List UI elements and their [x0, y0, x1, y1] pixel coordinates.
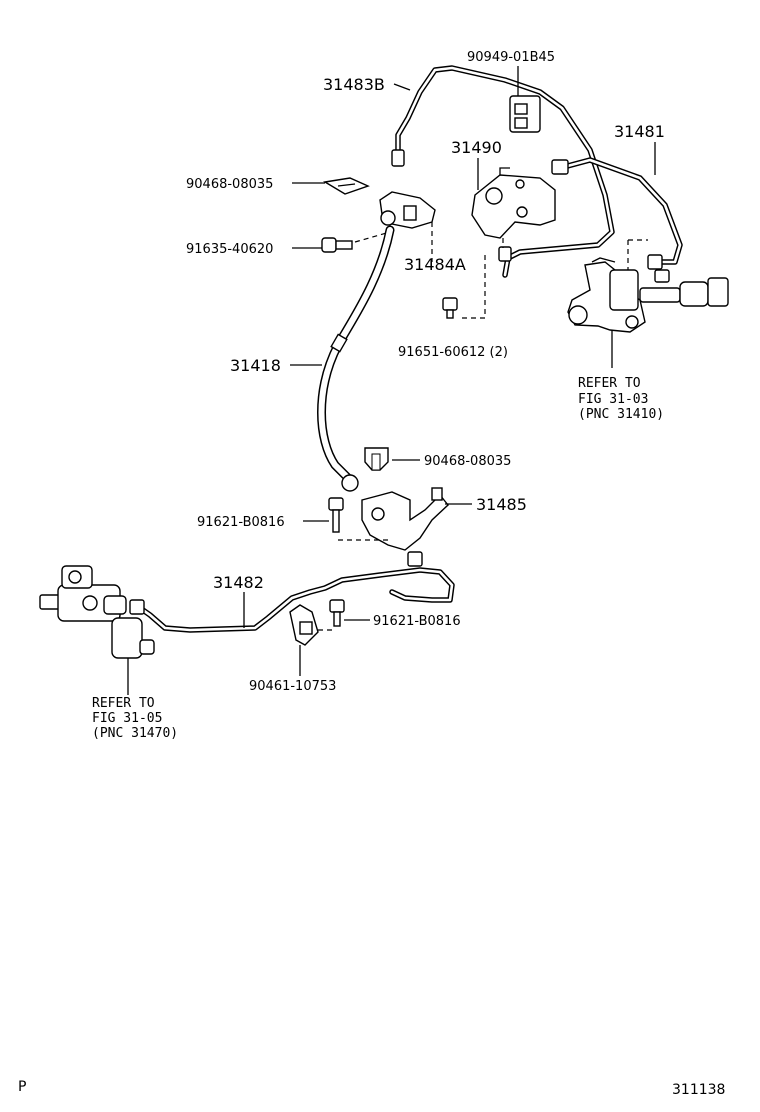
ref-master-line1: REFER TO	[578, 376, 641, 391]
clip-90468-top	[322, 177, 370, 195]
label-31484a: 31484A	[404, 255, 466, 274]
pipe-31482	[129, 551, 455, 633]
release-cylinder	[39, 565, 155, 659]
label-90949-01b45: 90949-01B45	[467, 50, 555, 65]
label-31418: 31418	[230, 356, 281, 375]
ref-release-line1: REFER TO	[92, 696, 155, 711]
label-91621-b0816-right: 91621-B0816	[373, 614, 461, 629]
bolt-91635	[321, 237, 353, 253]
bracket-31485	[361, 487, 449, 551]
ref-release-line3: (PNC 31470)	[92, 726, 178, 741]
ref-master-line3: (PNC 31410)	[578, 407, 664, 422]
clip-90468-mid	[364, 447, 389, 471]
union-31484a	[379, 191, 436, 229]
ref-master-line2: FIG 31-03	[578, 392, 648, 407]
pipe-clamp-90461	[289, 604, 319, 646]
pipe-clamp-90949	[509, 95, 541, 133]
label-91635-40620: 91635-40620	[186, 242, 273, 257]
leader-lines	[243, 66, 656, 628]
label-31481: 31481	[614, 122, 665, 141]
pipe-31481	[551, 157, 683, 270]
label-91651-60612: 91651-60612 (2)	[398, 345, 508, 360]
ref-release-line2: FIG 31-05	[92, 711, 162, 726]
flexible-hose-31418	[317, 225, 395, 492]
bolt-91621-left	[328, 497, 344, 533]
bolt-91621-right	[329, 599, 345, 627]
figure-number: 311138	[672, 1082, 725, 1098]
label-90468-08035-mid: 90468-08035	[424, 454, 511, 469]
label-31490: 31490	[451, 138, 502, 157]
label-90468-08035-top: 90468-08035	[186, 177, 273, 192]
label-31485: 31485	[476, 495, 527, 514]
label-31482: 31482	[213, 573, 264, 592]
pipe-31483b	[391, 65, 615, 278]
bracket-31490	[471, 167, 556, 239]
label-31483b: 31483B	[323, 75, 385, 94]
master-cylinder	[567, 257, 729, 333]
label-91621-b0816-left: 91621-B0816	[197, 515, 285, 530]
footer-mark: P	[18, 1079, 26, 1095]
label-90461-10753: 90461-10753	[249, 679, 336, 694]
bolt-91651	[442, 297, 458, 319]
